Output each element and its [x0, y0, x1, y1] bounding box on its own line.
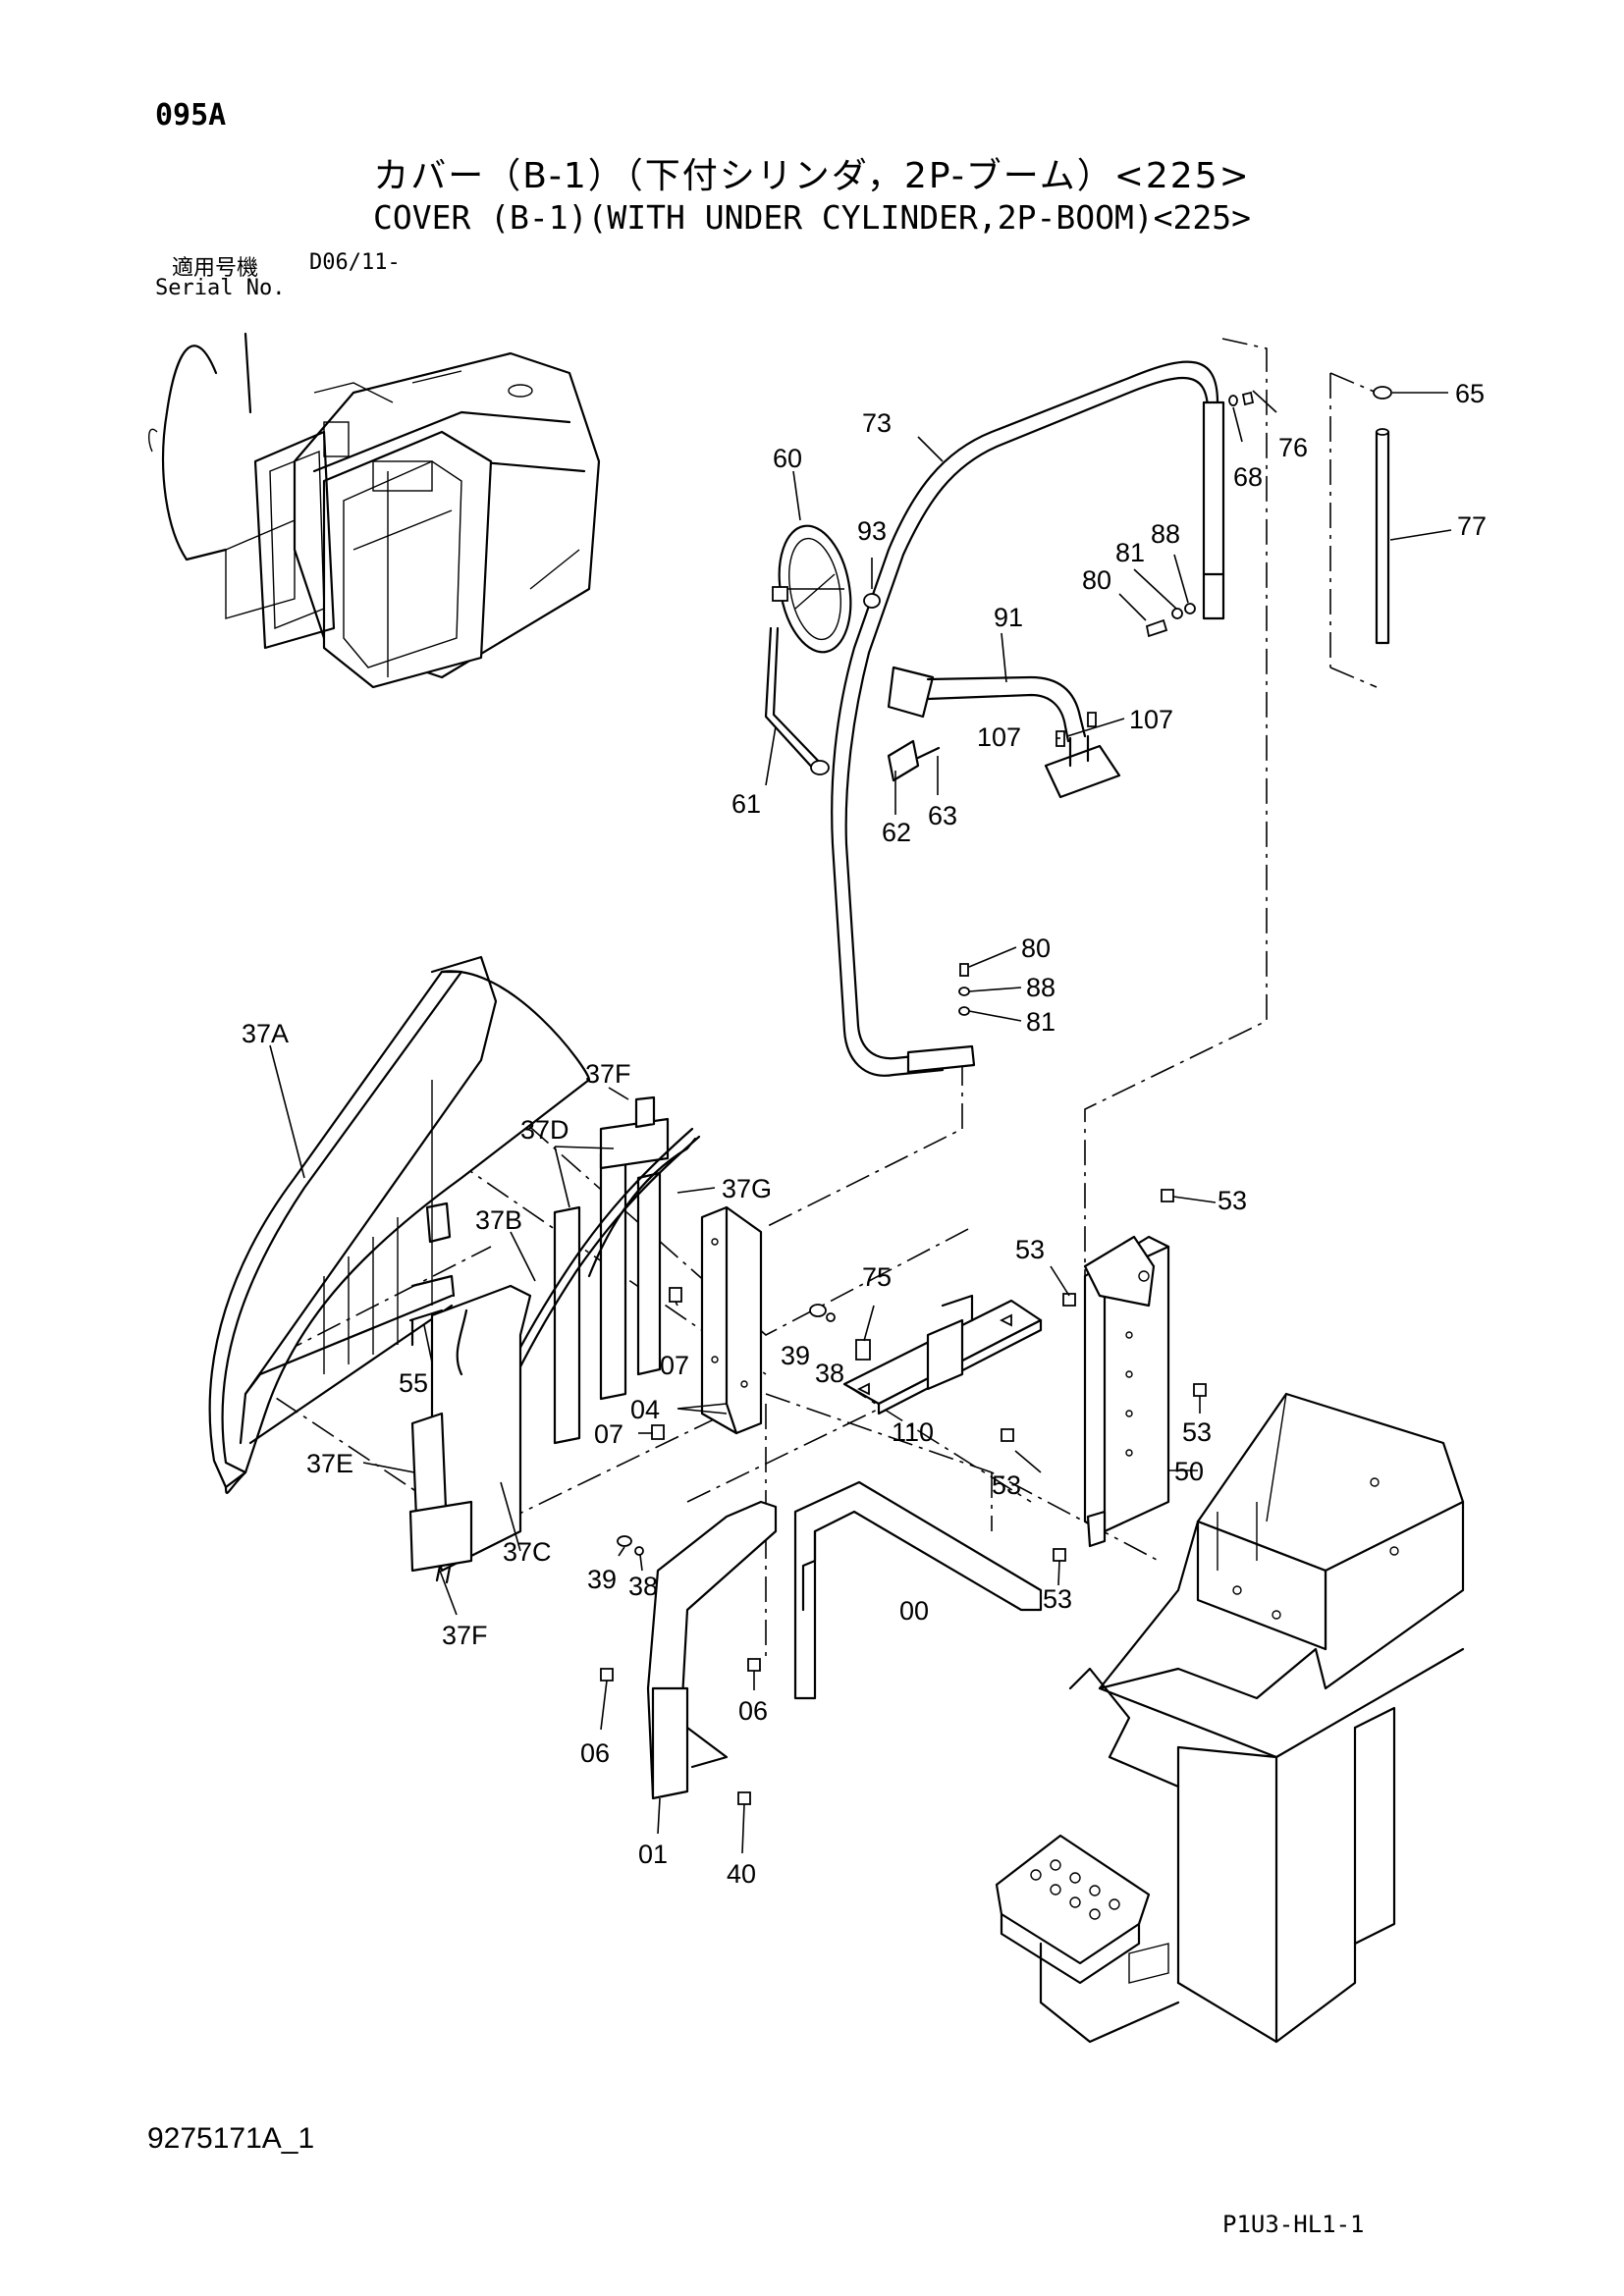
- callout-88-upper: 88: [1151, 519, 1180, 549]
- cover-01: [646, 1500, 778, 1800]
- callout-81-lower: 81: [1026, 1007, 1056, 1037]
- callout-37G: 37G: [722, 1174, 772, 1203]
- callout-75: 75: [862, 1262, 892, 1292]
- page-code: 095A: [155, 98, 227, 133]
- callout-37C: 37C: [503, 1537, 552, 1567]
- seal-37F-upper: [599, 1095, 670, 1170]
- callout-39-lower: 39: [587, 1565, 617, 1594]
- title-english: COVER (B-1)(WITH UNDER CYLINDER,2P-BOOM)…: [372, 198, 1252, 237]
- callout-80-lower: 80: [1021, 934, 1051, 963]
- mirror-stay-61: [764, 626, 830, 775]
- callout-80-upper: 80: [1082, 565, 1111, 595]
- callout-37E: 37E: [306, 1449, 353, 1478]
- callout-53-middle: 53: [992, 1470, 1021, 1500]
- callout-63: 63: [928, 801, 957, 830]
- seal-37D: [553, 1147, 662, 1445]
- callout-73: 73: [862, 408, 892, 438]
- callout-01: 01: [638, 1840, 668, 1869]
- callout-37B: 37B: [475, 1205, 522, 1235]
- callout-53-bottom: 53: [1043, 1584, 1072, 1614]
- callout-50: 50: [1174, 1457, 1204, 1486]
- bolt-55: [408, 1308, 444, 1347]
- bolts-53: [1001, 1189, 1207, 1562]
- fasteners-07-39-38: [617, 1287, 836, 1556]
- document-id: 9275171A_1: [147, 2122, 315, 2155]
- callout-62: 62: [882, 818, 911, 847]
- callout-labels: 65 76 68 77 73 60 93 88 81 80 91 107 107…: [242, 379, 1487, 1889]
- callout-81-upper: 81: [1115, 538, 1145, 567]
- callout-06-right: 06: [738, 1696, 768, 1726]
- callout-37D: 37D: [520, 1115, 569, 1145]
- bolts-80-81-88-lower: [958, 963, 970, 1016]
- callout-110: 110: [892, 1417, 934, 1447]
- callout-53-top: 53: [1218, 1186, 1247, 1215]
- callout-38-upper: 38: [815, 1359, 844, 1388]
- callout-76: 76: [1278, 433, 1308, 462]
- serial-value: D06/11-: [309, 250, 401, 275]
- callout-07-upper: 07: [660, 1351, 689, 1380]
- cover-00: [793, 1480, 1043, 1700]
- stay-50: [1083, 1235, 1170, 1548]
- cap-65: [1373, 386, 1392, 400]
- sheet-code: P1U3-HL1-1: [1222, 2211, 1365, 2238]
- bolts-68-76: [1228, 391, 1255, 406]
- bolt-75: [855, 1339, 871, 1361]
- callout-55: 55: [399, 1368, 428, 1398]
- callout-06-left: 06: [580, 1738, 610, 1768]
- machine-overview-illustration: [148, 332, 601, 689]
- grommet-93: [863, 593, 881, 609]
- mirror-60: [772, 524, 852, 654]
- pad-37F-lower: [408, 1500, 473, 1573]
- callout-88-lower: 88: [1026, 973, 1056, 1002]
- callout-39-upper: 39: [781, 1341, 810, 1370]
- bracket-04: [700, 1205, 763, 1435]
- callout-107-right: 107: [1129, 705, 1173, 734]
- serial-label-japanese: 適用号機: [172, 256, 259, 281]
- bolts-80-81-88-upper: [1145, 603, 1196, 638]
- cover-37A: [208, 955, 591, 1494]
- callout-37F-top: 37F: [585, 1059, 631, 1089]
- callout-53-left: 53: [1015, 1235, 1045, 1264]
- callout-53-right: 53: [1182, 1417, 1212, 1447]
- serial-label-english: Serial No.: [155, 276, 286, 300]
- callout-107-left: 107: [977, 722, 1021, 752]
- frame-structure: [995, 1392, 1465, 2044]
- bolts-06-40: [600, 1658, 761, 1805]
- callout-37F-bottom: 37F: [442, 1621, 488, 1650]
- callout-37A: 37A: [242, 1019, 289, 1048]
- callout-00: 00: [899, 1596, 929, 1626]
- callout-91: 91: [994, 603, 1023, 632]
- callout-07-lower: 07: [594, 1419, 623, 1449]
- callout-60: 60: [773, 444, 802, 473]
- leader-lines: [269, 390, 1452, 1854]
- callout-61: 61: [731, 789, 761, 819]
- callout-04: 04: [630, 1395, 660, 1424]
- callout-65: 65: [1455, 379, 1485, 408]
- pipe-77: [1375, 428, 1390, 645]
- title-japanese: カバー（B-1）（下付シリンダ，2P-ブーム）<225>: [373, 156, 1251, 196]
- bracket-110: [842, 1294, 1043, 1415]
- callout-68: 68: [1233, 462, 1263, 492]
- callout-77: 77: [1457, 511, 1487, 541]
- mirror-arm-91: [887, 666, 1121, 799]
- callout-40: 40: [727, 1859, 756, 1889]
- callout-38-lower: 38: [628, 1572, 658, 1601]
- callout-93: 93: [857, 516, 887, 546]
